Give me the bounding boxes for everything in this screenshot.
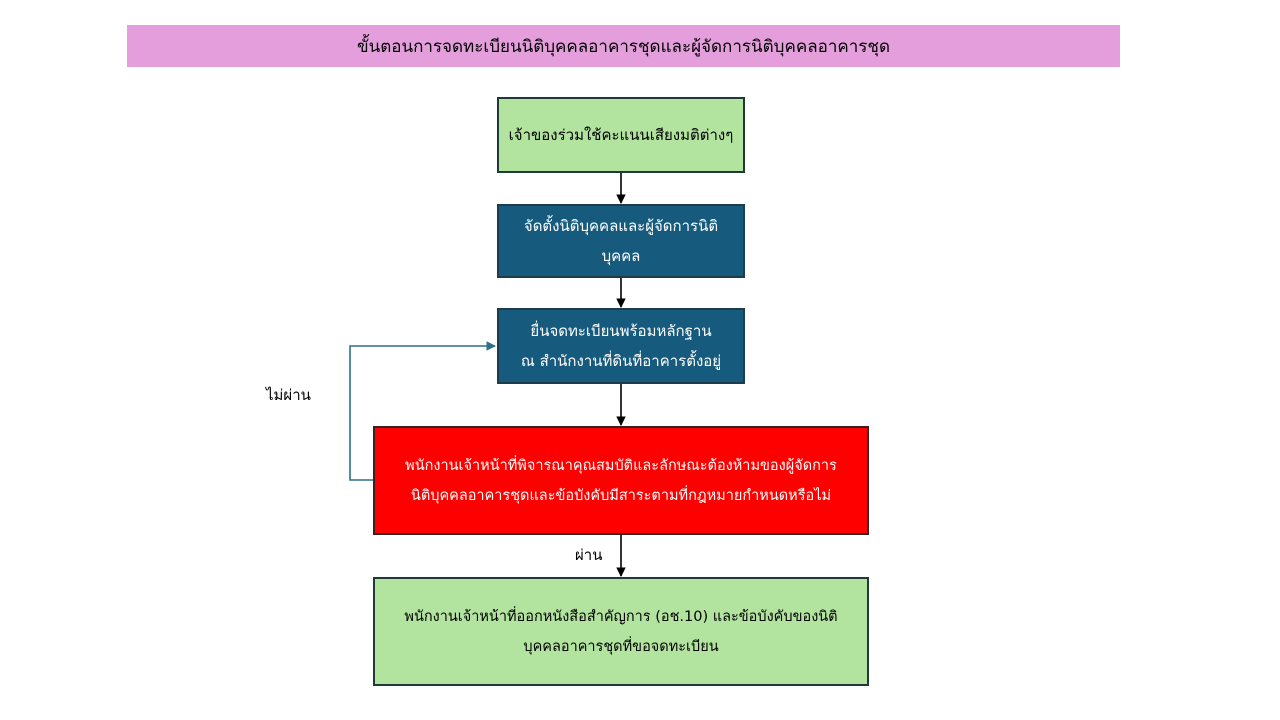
- page-title: ขั้นตอนการจดทะเบียนนิติบุคคลอาคารชุดและผ…: [127, 25, 1120, 67]
- step-establish-juristic-person: จัดตั้งนิติบุคคลและผู้จัดการนิติ บุคคล: [497, 204, 745, 278]
- step-issue-text-line-2: บุคคลอาคารชุดที่ขอจดทะเบียน: [523, 638, 719, 655]
- step-review-text-line-2: นิติบุคคลอาคารชุดและข้อบังคับมีสาระตามที…: [410, 487, 832, 504]
- step-review-text-line-1: พนักงานเจ้าหน้าที่พิจารณาคุณสมบัติและลัก…: [405, 457, 837, 474]
- step-establish-text-line-1: จัดตั้งนิติบุคคลและผู้จัดการนิติ: [523, 217, 719, 235]
- step-owners-vote: เจ้าของร่วมใช้คะแนนเสียงมติต่างๆ: [497, 97, 745, 173]
- step-issue-certificate: พนักงานเจ้าหน้าที่ออกหนังสือสำคัญการ (อช…: [373, 577, 869, 686]
- edge-label-pass: ผ่าน: [575, 546, 603, 564]
- step-establish-text-line-2: บุคคล: [601, 247, 641, 265]
- step-officer-review: พนักงานเจ้าหน้าที่พิจารณาคุณสมบัติและลัก…: [373, 426, 869, 535]
- edge-label-fail: ไม่ผ่าน: [266, 386, 311, 404]
- step-submit-text-line-2: ณ สำนักงานที่ดินที่อาคารตั้งอยู่: [520, 352, 722, 370]
- step-submit-text-line-1: ยื่นจดทะเบียนพร้อมหลักฐาน: [530, 322, 712, 340]
- step-owners-vote-text: เจ้าของร่วมใช้คะแนนเสียงมติต่างๆ: [508, 126, 734, 144]
- step-submit-registration: ยื่นจดทะเบียนพร้อมหลักฐาน ณ สำนักงานที่ด…: [497, 308, 745, 384]
- step-issue-text-line-1: พนักงานเจ้าหน้าที่ออกหนังสือสำคัญการ (อช…: [404, 608, 838, 625]
- page-title-text: ขั้นตอนการจดทะเบียนนิติบุคคลอาคารชุดและผ…: [356, 36, 891, 57]
